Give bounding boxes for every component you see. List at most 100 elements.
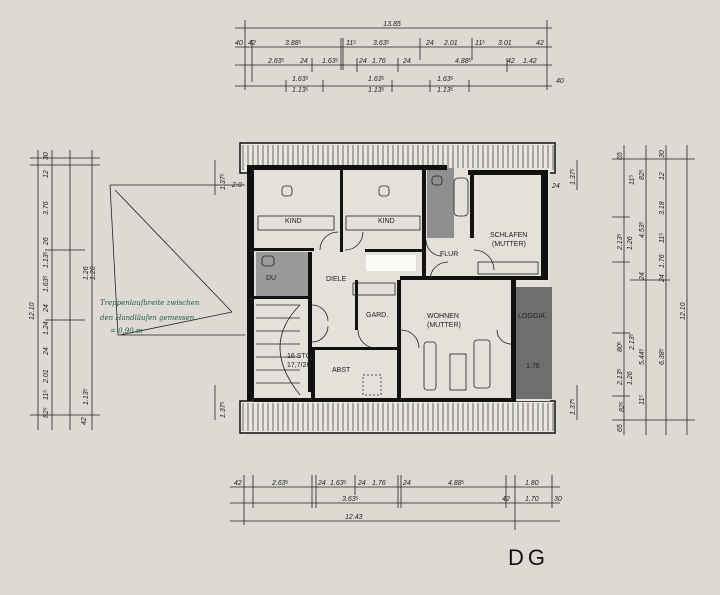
svg-text:24: 24 bbox=[402, 58, 411, 65]
svg-text:11⁵: 11⁵ bbox=[475, 40, 485, 47]
svg-text:30: 30 bbox=[43, 152, 50, 160]
building bbox=[239, 142, 556, 434]
svg-text:2.0: 2.0 bbox=[231, 182, 242, 189]
svg-text:2.63⁵: 2.63⁵ bbox=[267, 58, 285, 65]
svg-text:5.44⁵: 5.44⁵ bbox=[639, 348, 646, 365]
svg-text:2.01: 2.01 bbox=[443, 40, 458, 47]
svg-text:11⁵: 11⁵ bbox=[659, 233, 666, 243]
dim-left-labels: 30 12 3.76 26 1.13⁵ 1.63⁵ 24 1.24 24 2.0… bbox=[29, 152, 242, 425]
svg-text:40: 40 bbox=[556, 78, 564, 85]
svg-text:1.63⁵: 1.63⁵ bbox=[322, 58, 339, 65]
svg-text:2.63⁵: 2.63⁵ bbox=[271, 480, 289, 487]
room-label-flur: FLUR bbox=[440, 251, 458, 258]
svg-text:1.63⁵: 1.63⁵ bbox=[330, 480, 347, 487]
svg-text:1.63⁵: 1.63⁵ bbox=[292, 76, 309, 83]
svg-text:1.42: 1.42 bbox=[523, 58, 537, 65]
svg-text:24: 24 bbox=[425, 40, 434, 47]
svg-text:1.63⁵: 1.63⁵ bbox=[437, 76, 454, 83]
dim-right-labels: 65 30 82⁵ 11⁵ 12 3.18 2.13⁵ 1.26 4.53⁵ 1… bbox=[551, 150, 687, 432]
svg-text:1.13⁵: 1.13⁵ bbox=[83, 388, 90, 405]
svg-text:40: 40 bbox=[235, 40, 243, 47]
svg-text:12.43: 12.43 bbox=[345, 514, 363, 521]
svg-text:12: 12 bbox=[43, 170, 50, 178]
svg-text:1.26: 1.26 bbox=[627, 371, 634, 385]
svg-text:12.10: 12.10 bbox=[29, 302, 36, 320]
svg-text:1.37⁵: 1.37⁵ bbox=[220, 401, 227, 418]
svg-text:1.26: 1.26 bbox=[83, 266, 90, 280]
room-label-wohnen: WOHNEN bbox=[427, 313, 459, 320]
svg-text:1.80: 1.80 bbox=[525, 480, 539, 487]
svg-text:2.13⁵: 2.13⁵ bbox=[617, 233, 624, 251]
dim-top-row3: 1.63⁵ 1.63⁵ 1.63⁵ 40 1.13⁵ 1.13⁵ 1.13⁵ bbox=[292, 76, 564, 94]
svg-text:82⁵: 82⁵ bbox=[619, 401, 626, 412]
top-dimension-chains bbox=[235, 20, 552, 92]
svg-text:1.76: 1.76 bbox=[659, 254, 666, 268]
svg-text:2.13⁵: 2.13⁵ bbox=[629, 333, 636, 351]
room-label-wohnen-sub: (MUTTER) bbox=[427, 322, 461, 329]
svg-text:65: 65 bbox=[617, 152, 624, 160]
svg-text:6.38⁵: 6.38⁵ bbox=[659, 348, 666, 365]
svg-text:1.63⁵: 1.63⁵ bbox=[368, 76, 385, 83]
loggia-dimension: 1.76 bbox=[526, 363, 540, 370]
svg-text:24: 24 bbox=[358, 58, 367, 65]
room-label-schlafen: SCHLAFEN bbox=[490, 232, 527, 239]
room-label-abst: ABST bbox=[332, 367, 351, 374]
room-label-kind-1: KIND bbox=[285, 218, 302, 225]
svg-text:3.63⁵: 3.63⁵ bbox=[373, 40, 390, 47]
svg-text:1.70: 1.70 bbox=[525, 496, 539, 503]
svg-text:3.01: 3.01 bbox=[498, 40, 512, 47]
svg-text:11⁵: 11⁵ bbox=[639, 395, 646, 405]
svg-text:12.10: 12.10 bbox=[680, 302, 687, 320]
room-label-diele: DIELE bbox=[326, 276, 347, 283]
room-label-loggia: LOGGIA bbox=[518, 313, 545, 320]
loggia-floor bbox=[516, 287, 552, 399]
svg-text:24: 24 bbox=[659, 274, 666, 283]
svg-text:1.13⁵: 1.13⁵ bbox=[43, 251, 50, 268]
svg-text:11⁵: 11⁵ bbox=[346, 40, 356, 47]
bath-tiles bbox=[427, 168, 454, 238]
svg-text:3.63⁵: 3.63⁵ bbox=[342, 496, 359, 503]
dim-top-row1: 40 42 3.88⁵ 11⁵ 3.63⁵ 24 2.01 11⁵ 3.01 4… bbox=[235, 40, 544, 47]
svg-text:24: 24 bbox=[402, 480, 411, 487]
svg-text:30: 30 bbox=[554, 496, 562, 503]
svg-text:24: 24 bbox=[357, 480, 366, 487]
svg-text:42: 42 bbox=[81, 417, 88, 425]
left-dimension-chains bbox=[30, 150, 216, 430]
svg-text:24: 24 bbox=[317, 480, 326, 487]
note-line-2: den Handläufen gemessen bbox=[100, 314, 195, 322]
stair-steps: 16 STG bbox=[287, 353, 311, 360]
svg-text:42: 42 bbox=[248, 40, 256, 47]
stair-ratio: 17,7/26 bbox=[287, 362, 310, 369]
svg-text:1.26: 1.26 bbox=[627, 236, 634, 250]
svg-text:42: 42 bbox=[234, 480, 242, 487]
stair-note-diagram bbox=[109, 184, 245, 336]
svg-text:42: 42 bbox=[536, 40, 544, 47]
room-label-du: DU bbox=[266, 275, 276, 282]
svg-text:12: 12 bbox=[659, 172, 666, 180]
svg-text:11⁵: 11⁵ bbox=[629, 175, 636, 185]
svg-text:42: 42 bbox=[502, 496, 510, 503]
svg-text:1.37⁵: 1.37⁵ bbox=[570, 168, 577, 185]
roof-eave-bottom bbox=[239, 400, 556, 434]
plan-title: DG bbox=[508, 545, 549, 570]
svg-text:2.01: 2.01 bbox=[43, 369, 50, 384]
svg-text:1.13⁵: 1.13⁵ bbox=[368, 87, 385, 94]
room-label-schlafen-sub: (MUTTER) bbox=[492, 241, 526, 248]
corrected-area bbox=[366, 255, 416, 271]
svg-text:1.24: 1.24 bbox=[43, 321, 50, 335]
svg-text:4.53⁵: 4.53⁵ bbox=[639, 221, 646, 238]
svg-text:1.76: 1.76 bbox=[372, 58, 386, 65]
right-dimension-chains bbox=[576, 145, 695, 435]
svg-text:1.13⁵: 1.13⁵ bbox=[437, 87, 454, 94]
svg-text:3.76: 3.76 bbox=[43, 201, 50, 215]
svg-text:82⁵: 82⁵ bbox=[43, 407, 50, 418]
svg-text:26: 26 bbox=[43, 237, 50, 246]
svg-text:3.18: 3.18 bbox=[659, 201, 666, 215]
svg-text:2.13⁵: 2.13⁵ bbox=[617, 368, 624, 386]
svg-text:4.88⁵: 4.88⁵ bbox=[455, 58, 472, 65]
svg-text:3.88⁵: 3.88⁵ bbox=[285, 40, 302, 47]
svg-text:42: 42 bbox=[507, 58, 515, 65]
svg-text:1.13⁵: 1.13⁵ bbox=[292, 87, 309, 94]
svg-text:24: 24 bbox=[639, 272, 646, 281]
